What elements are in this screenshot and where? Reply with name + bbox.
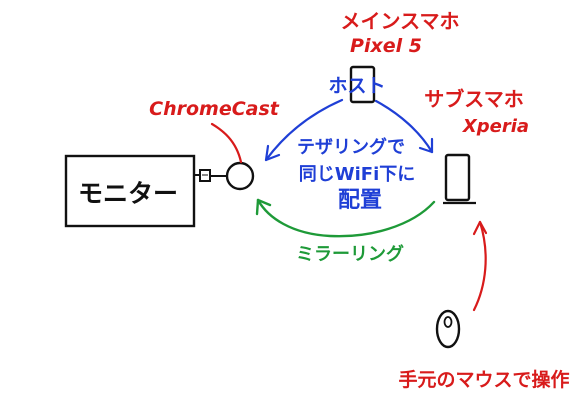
tethering-note-line2: 同じWiFi下に <box>299 164 416 185</box>
monitor-box <box>64 154 196 228</box>
tethering-note-line1: テザリングで <box>297 136 405 158</box>
chromecast-pointer-line <box>210 122 243 164</box>
main-phone-model: Pixel 5 <box>350 35 422 57</box>
mouse-note: 手元のマウスで操作 <box>398 368 569 391</box>
tethering-note-line3: 配置 <box>338 188 382 213</box>
hdmi-plug <box>194 169 227 182</box>
sub-phone-caption: サブスマホ <box>424 87 523 111</box>
chromecast-device <box>225 161 255 191</box>
mouse-icon <box>435 309 461 349</box>
tethering-arrows <box>264 98 434 162</box>
tethering-arrow-right <box>374 99 434 154</box>
main-phone-icon <box>349 65 376 104</box>
main-phone: メインスマホ Pixel 5 ホスト <box>328 9 460 104</box>
host-label: ホスト <box>328 75 385 97</box>
monitor-label: モニター <box>78 179 178 208</box>
control-arrow <box>472 220 487 312</box>
monitor: モニター <box>64 154 196 228</box>
chromecast: ChromeCast <box>149 98 280 191</box>
mirroring-label: ミラーリング <box>296 243 404 265</box>
mirroring-arrow: ミラーリング <box>255 198 436 265</box>
sub-phone-model: Xperia <box>462 116 529 137</box>
mouse-control: 手元のマウスで操作 <box>398 220 570 391</box>
main-phone-caption: メインスマホ <box>341 9 460 33</box>
sub-phone-icon <box>444 153 471 202</box>
chromecast-label: ChromeCast <box>149 98 280 120</box>
tethering-note: テザリングで 同じWiFi下に 配置 <box>297 136 415 213</box>
tethering-arrow-left <box>264 98 344 162</box>
sub-phone: サブスマホ Xperia <box>424 87 529 205</box>
